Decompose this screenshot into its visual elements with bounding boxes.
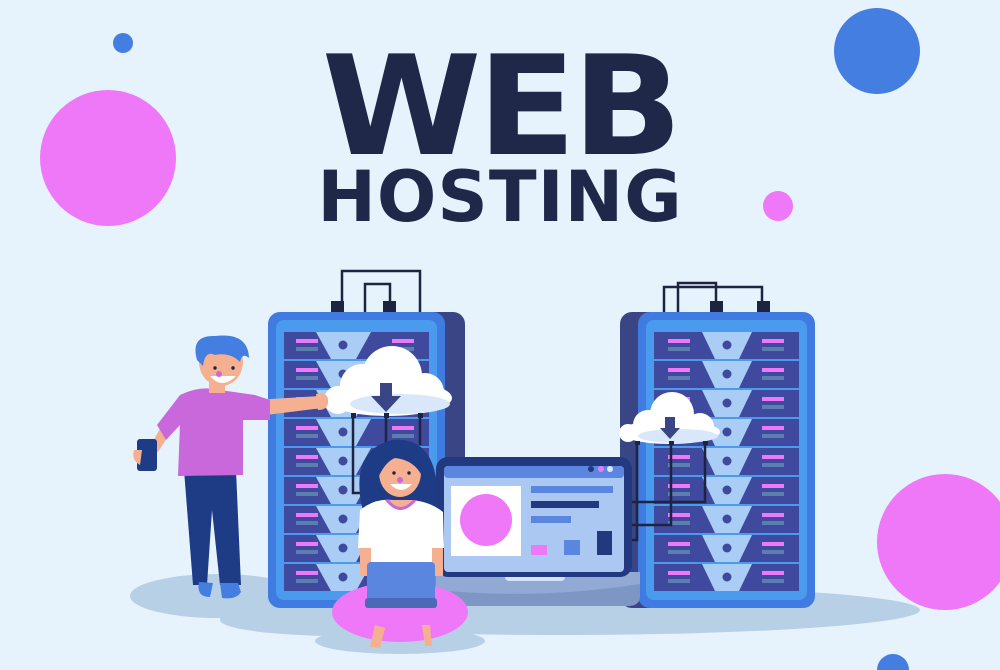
large-blue-circle	[834, 8, 920, 94]
window-dot-dark	[588, 466, 594, 472]
small-laptop-icon	[365, 562, 437, 608]
window-dot-pink	[598, 466, 604, 472]
woman-character	[332, 439, 468, 648]
window-dot-light	[607, 466, 613, 472]
bottom-blue-circle	[877, 654, 909, 670]
right-pink-circle	[877, 474, 1000, 610]
decorative-circles	[40, 8, 1000, 670]
server-rack-right	[620, 301, 815, 608]
cloud-download-left	[324, 346, 452, 418]
download-arrow-icon	[660, 417, 680, 439]
small-pink-circle	[763, 191, 793, 221]
phone-icon	[137, 439, 157, 471]
man-character	[133, 335, 329, 599]
cloud-download-right	[619, 392, 720, 445]
image-placeholder-icon	[460, 494, 512, 546]
large-pink-circle	[40, 90, 176, 226]
download-arrow-icon	[371, 383, 401, 412]
laptop-monitor	[436, 457, 640, 606]
small-blue-circle	[113, 33, 133, 53]
